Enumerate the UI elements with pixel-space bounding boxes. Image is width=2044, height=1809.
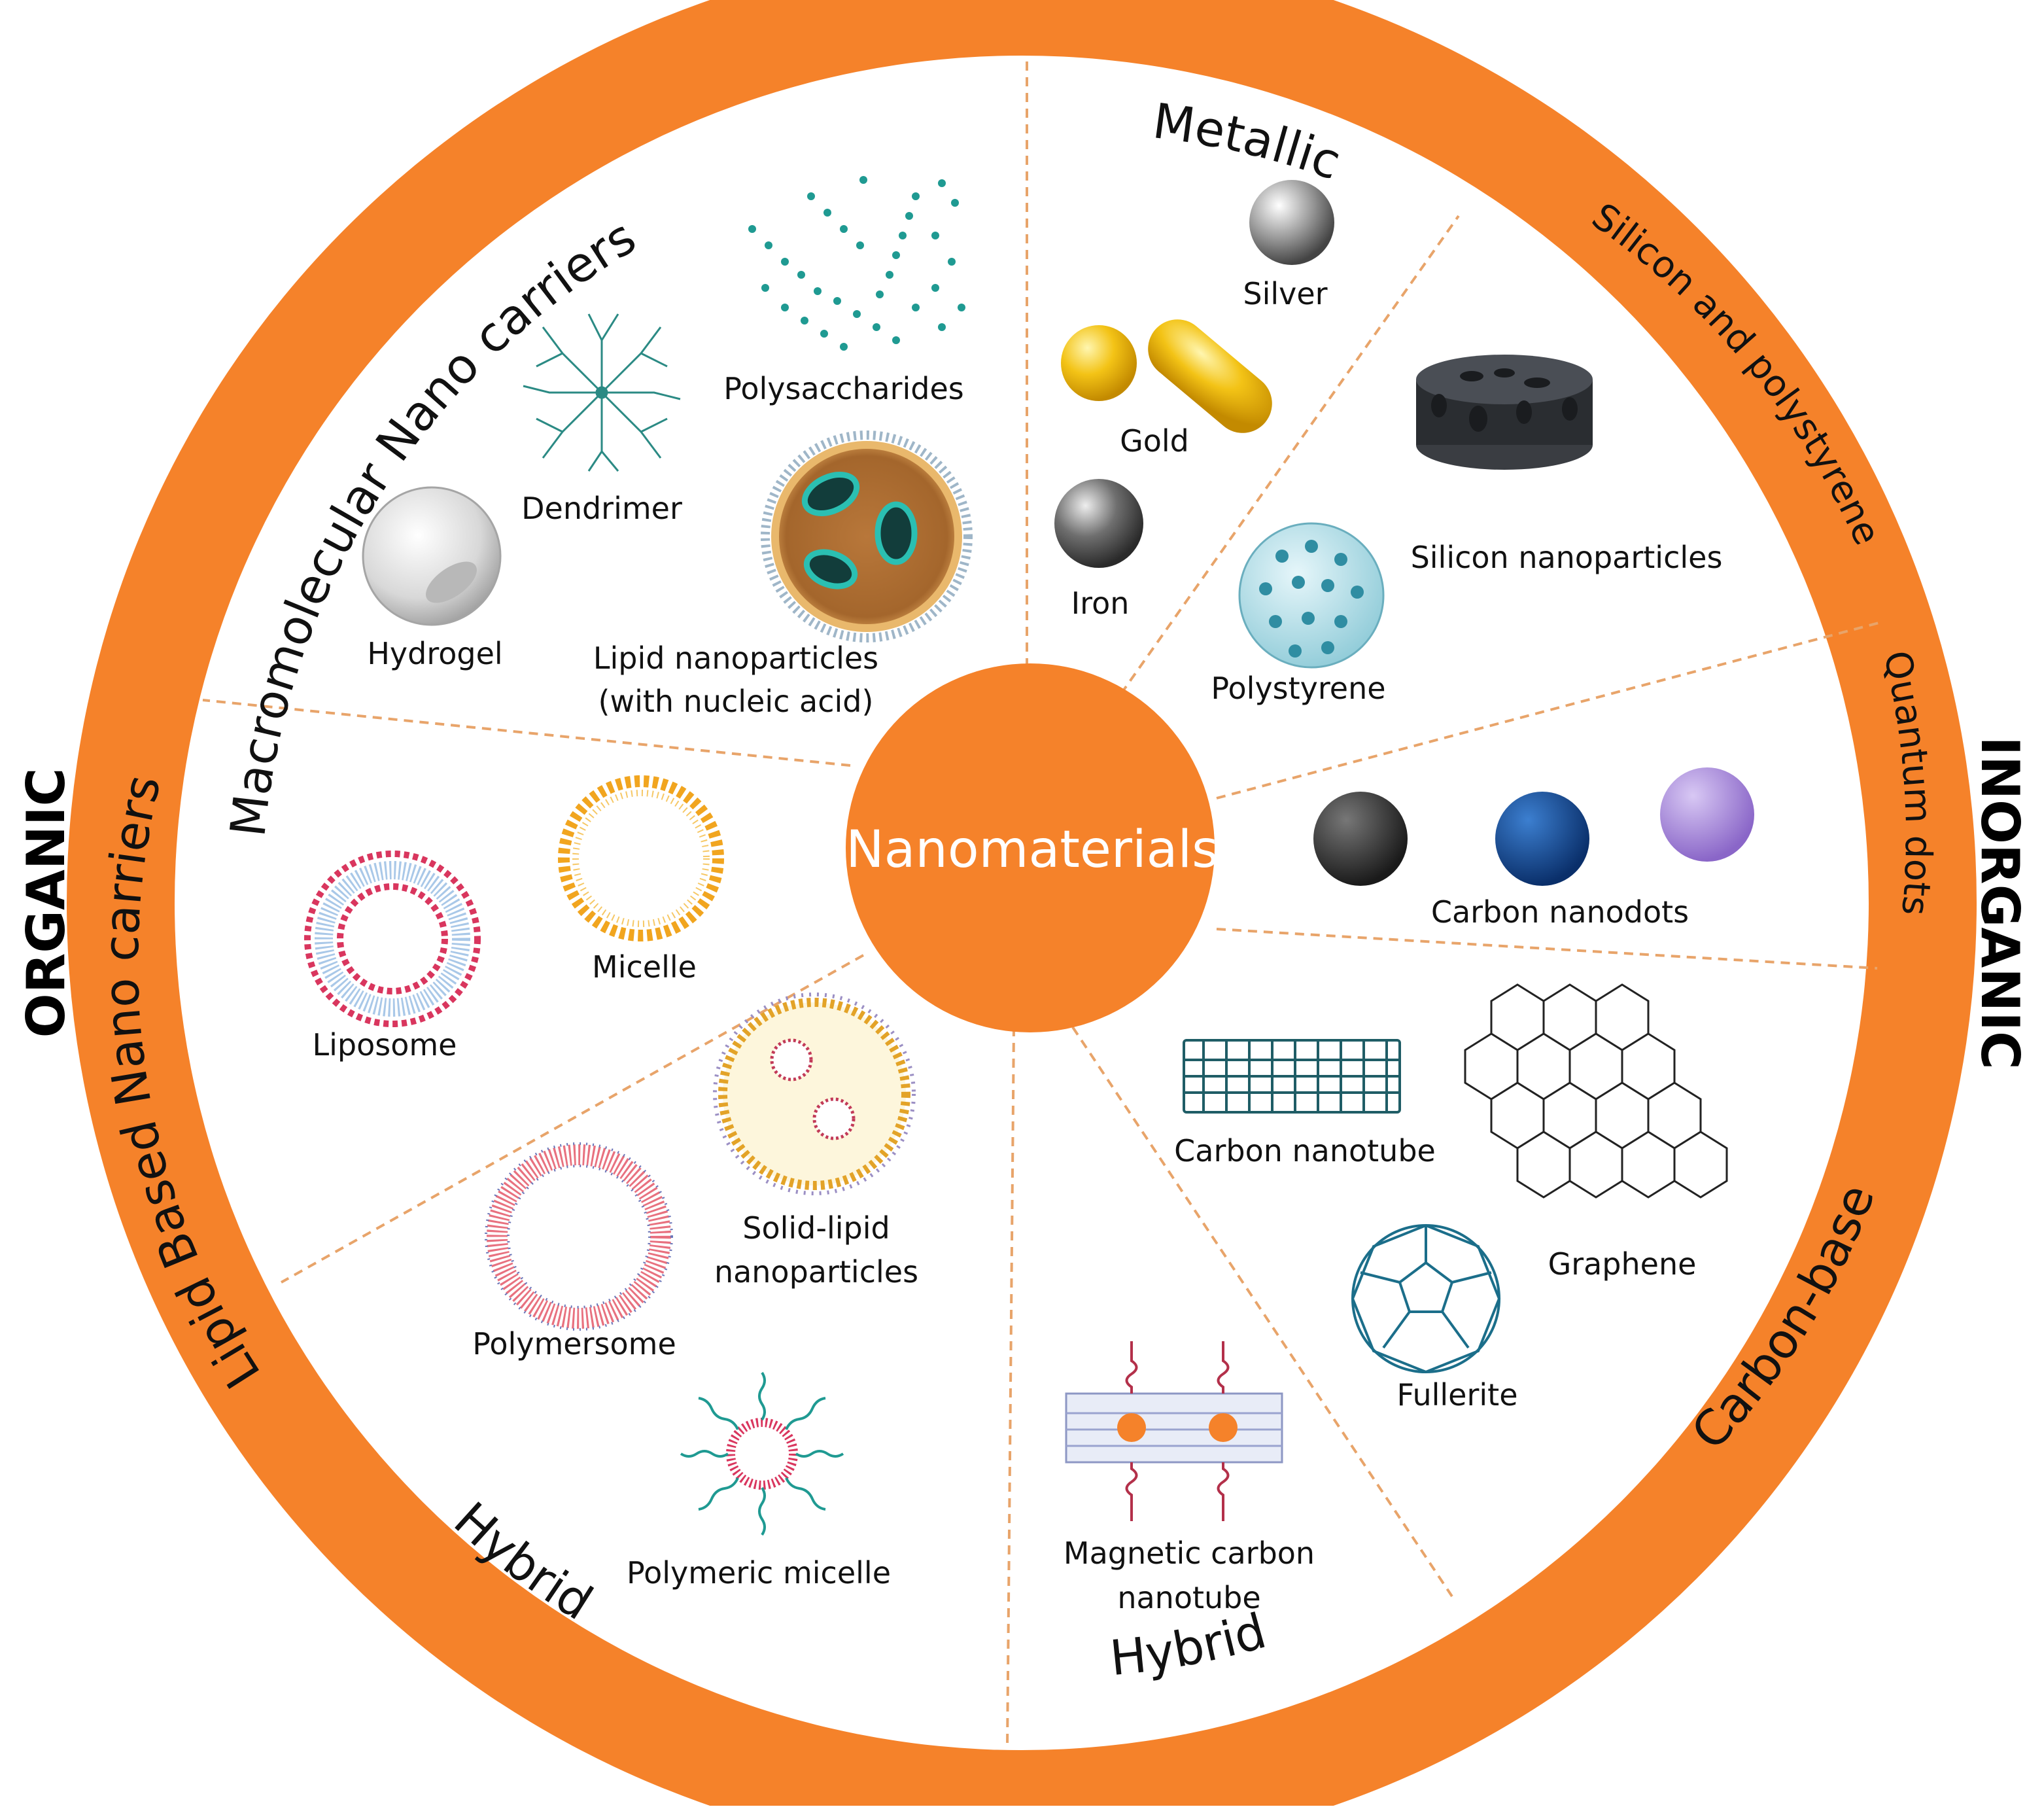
polystyrene-icon <box>1238 522 1385 669</box>
label-iron: Iron <box>1071 586 1130 621</box>
polymeric-micelle-icon <box>680 1371 844 1536</box>
quantum-dot-blue-icon <box>1495 792 1589 886</box>
center-title: Nanomaterials <box>846 820 1219 879</box>
side-label-organic: ORGANIC <box>16 768 77 1038</box>
label-magnetic-line1: Magnetic carbon <box>1064 1536 1315 1571</box>
label-liposome: Liposome <box>313 1027 457 1063</box>
label-solid-lipid-line2: nanoparticles <box>714 1254 918 1290</box>
label-magnetic-line2: nanotube <box>1117 1580 1260 1615</box>
silver-sphere-icon <box>1249 180 1334 265</box>
gold-capsule-icon <box>1148 319 1272 433</box>
label-carbon-nanodots: Carbon nanodots <box>1431 894 1689 930</box>
label-hydrogel: Hydrogel <box>367 636 502 671</box>
label-lipid-np-line1: Lipid nanoparticles <box>593 641 878 676</box>
iron-sphere-icon <box>1054 479 1143 568</box>
fullerite-icon <box>1351 1223 1501 1374</box>
liposome-icon <box>304 851 481 1027</box>
quantum-dot-purple-icon <box>1660 767 1754 862</box>
label-silver: Silver <box>1243 276 1327 311</box>
section-dividers <box>202 59 1884 1748</box>
side-label-inorganic: INORGANIC <box>1969 736 2030 1069</box>
magnetic-carbon-nanotube-icon <box>1065 1341 1283 1521</box>
hydrogel-icon <box>362 486 502 626</box>
gold-sphere-icon <box>1061 325 1137 401</box>
quantum-dot-black-icon <box>1313 792 1408 886</box>
solid-lipid-nanoparticle-icon <box>713 992 916 1195</box>
center-circle <box>846 663 1215 1032</box>
silicon-nanoparticle-icon <box>1416 355 1593 470</box>
micelle-icon <box>558 775 724 941</box>
label-fullerite: Fullerite <box>1397 1377 1518 1413</box>
label-carbon-nanotube: Carbon nanotube <box>1174 1133 1436 1168</box>
carbon-nanotube-icon <box>1183 1039 1401 1114</box>
polymersome-icon <box>485 1142 673 1331</box>
graphene-icon <box>1464 983 1728 1199</box>
label-polymeric-micelle: Polymeric micelle <box>627 1555 891 1590</box>
label-lipid-np-line2: (with nucleic acid) <box>598 684 874 719</box>
label-dendrimer: Dendrimer <box>521 491 682 526</box>
label-gold: Gold <box>1120 423 1189 459</box>
polysaccharides-icon <box>748 176 965 351</box>
label-polymersome: Polymersome <box>472 1326 676 1361</box>
label-polysaccharides: Polysaccharides <box>723 371 963 406</box>
label-micelle: Micelle <box>592 949 697 985</box>
dendrimer-icon <box>523 313 681 472</box>
lipid-nanoparticle-icon <box>761 430 973 642</box>
label-graphene: Graphene <box>1548 1246 1697 1282</box>
label-silicon-np: Silicon nanoparticles <box>1411 540 1723 575</box>
label-polystyrene: Polystyrene <box>1211 671 1385 706</box>
label-solid-lipid-line1: Solid-lipid <box>742 1210 890 1246</box>
